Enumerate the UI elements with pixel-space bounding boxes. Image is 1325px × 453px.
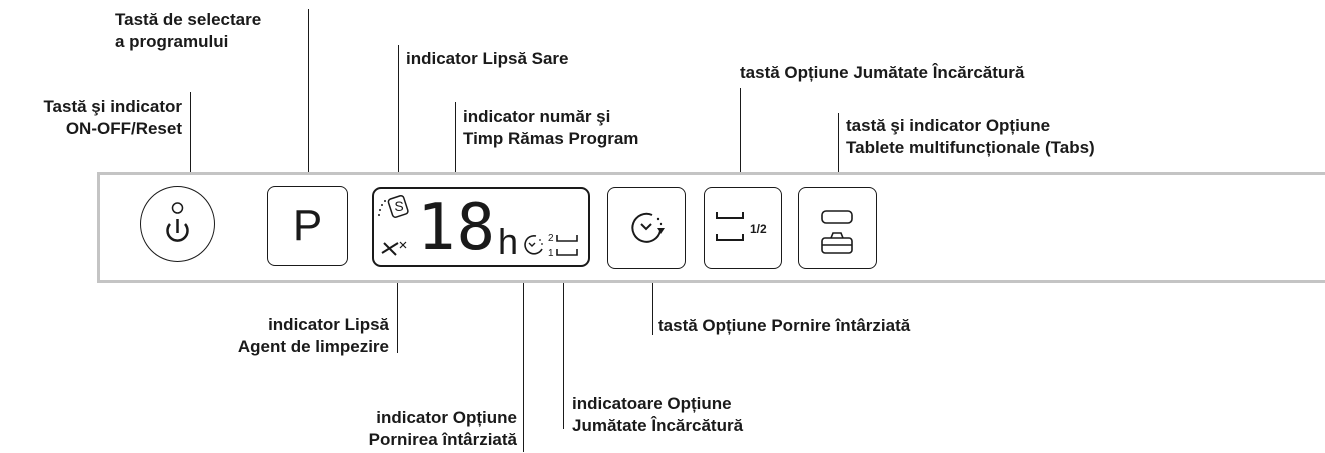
half-load-button[interactable]: 1/2	[704, 187, 782, 269]
display-window: S 18 h 2 1	[372, 187, 590, 267]
label-line: ON-OFF/Reset	[65, 119, 182, 138]
power-icon	[165, 201, 189, 242]
label-line: indicator număr şi	[463, 107, 611, 126]
label-program-key: Tastă de selectare a programului	[115, 9, 261, 53]
half-load-fraction: 1/2	[750, 222, 767, 236]
leader-line-delay-key	[652, 276, 653, 335]
leader-line-delay-indicator	[523, 276, 524, 452]
tabs-button[interactable]	[798, 187, 877, 269]
label-line: tastă şi indicator Opțiune	[846, 116, 1051, 135]
label-line: indicator Opțiune	[376, 408, 517, 427]
label-half-load-indicators: indicatoare Opțiune Jumătate Încărcătură	[572, 393, 743, 437]
label-line: Agent de limpezire	[237, 337, 389, 356]
label-delay-key: tastă Opțiune Pornire întârziată	[658, 315, 910, 337]
leader-line-salt	[398, 45, 399, 195]
label-line: Jumătate Încărcătură	[572, 416, 744, 435]
tabs-icon	[821, 210, 853, 254]
power-button[interactable]	[140, 186, 215, 262]
label-line: tastă Opțiune Pornire întârziată	[658, 316, 911, 335]
leader-line-number	[455, 102, 456, 198]
program-button-label: P	[292, 201, 323, 250]
half-load-level-2: 2	[548, 233, 554, 244]
leader-line-rinse	[397, 276, 398, 353]
salt-symbol: S	[394, 198, 404, 214]
label-line: Tastă de selectare	[115, 10, 262, 29]
label-half-load-key: tastă Opțiune Jumătate Încărcătură	[740, 62, 1024, 84]
half-load-icon	[716, 212, 744, 241]
leader-line-program	[308, 9, 309, 187]
delay-indicator-icon	[524, 235, 543, 255]
label-line: a programului	[115, 32, 229, 51]
label-number-time: indicator număr şi Timp Rămas Program	[463, 106, 638, 150]
label-line: Pornirea întârziată	[368, 430, 517, 449]
half-load-level-1: 1	[548, 248, 554, 259]
rinse-aid-icon	[381, 241, 407, 256]
label-line: tastă Opțiune Jumătate Încărcătură	[740, 63, 1025, 82]
delay-start-button[interactable]	[607, 187, 686, 269]
label-salt: indicator Lipsă Sare	[406, 48, 569, 70]
leader-line-power	[190, 92, 191, 186]
label-power-key: Tastă şi indicator ON-OFF/Reset	[43, 96, 182, 140]
label-line: Tastă şi indicator	[43, 97, 182, 116]
label-delay-indicator: indicator Opțiune Pornirea întârziată	[369, 407, 517, 451]
leader-line-half-load-indicators	[563, 275, 564, 429]
time-digits: 18	[417, 191, 497, 265]
label-line: indicator Lipsă Sare	[406, 49, 569, 68]
delay-start-icon	[631, 212, 665, 243]
label-line: Tablete multifuncționale (Tabs)	[846, 138, 1095, 157]
label-tabs-key: tastă şi indicator Opțiune Tablete multi…	[846, 115, 1095, 159]
label-line: indicatoare Opțiune	[572, 394, 732, 413]
label-line: Timp Rămas Program	[463, 129, 639, 148]
leader-line-tabs	[838, 113, 839, 187]
half-load-indicator-icon	[556, 235, 578, 256]
label-line: indicator Lipsă	[268, 315, 389, 334]
hour-unit: h	[498, 221, 519, 262]
leader-line-half-load-key	[740, 88, 741, 186]
salt-icon	[378, 194, 409, 218]
program-button[interactable]: P	[267, 186, 348, 266]
label-rinse-aid: indicator Lipsă Agent de limpezire	[238, 314, 389, 358]
